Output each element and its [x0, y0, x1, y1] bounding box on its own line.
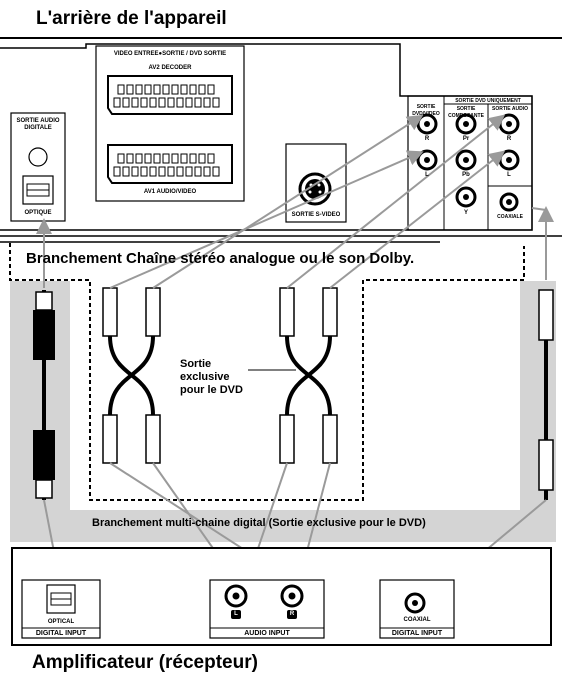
- analog-dashed-region: [9, 243, 525, 501]
- scart-av1-connector: [107, 144, 233, 184]
- jack-label-y: Y: [463, 210, 468, 216]
- page-title: L'arrière de l'appareil: [36, 8, 227, 29]
- jack-label-l-video: L: [425, 172, 429, 178]
- rca-cables-right: [279, 287, 338, 464]
- rca-cables-left: [102, 287, 161, 464]
- coaxiale-label: COAXIALE: [497, 214, 523, 220]
- jack-label-pr: Pr: [462, 136, 470, 142]
- svideo-block: [285, 143, 347, 223]
- jack-label-l-audio: L: [507, 172, 511, 178]
- digital-audio-out-label: SORTIE AUDIO DIGITALE: [16, 118, 60, 131]
- sortie-composante-label: SORTIE COMPOSANTE: [448, 106, 484, 119]
- dvd-only-label: SORTIE DVD UNIQUEMENT: [455, 98, 521, 104]
- av2-label: AV2 DECODER: [148, 65, 192, 71]
- sortie-dvd-video-label: SORTIE DVD/VIDEO: [412, 104, 440, 117]
- coaxial-cable: [538, 289, 554, 500]
- svideo-label: SORTIE S-VIDEO: [291, 212, 341, 218]
- scart-block: [95, 45, 245, 202]
- optical-label: OPTICAL: [47, 619, 75, 625]
- optical-cable: [33, 290, 55, 500]
- exclusive-dvd-label: Sortie exclusive pour le DVD: [180, 358, 243, 396]
- jack-label-pb: Pb: [462, 172, 470, 178]
- digital-input-label-2: DIGITAL INPUT: [391, 630, 443, 637]
- av1-label: AV1 AUDIO/VIDEO: [143, 189, 197, 195]
- multichannel-band: [10, 281, 556, 542]
- amplifier-title: Amplificateur (récepteur): [32, 652, 258, 673]
- audio-input-label: AUDIO INPUT: [244, 630, 290, 637]
- jack-label-r-audio: R: [506, 136, 512, 142]
- sortie-audio-label: SORTIE AUDIO: [492, 106, 528, 112]
- scart-av2-connector: [107, 75, 233, 115]
- jack-label-r-video: R: [424, 136, 430, 142]
- multichannel-connection-label: Branchement multi-chaine digital (Sortie…: [92, 517, 426, 529]
- optique-label: OPTIQUE: [24, 210, 52, 216]
- r-badge: R: [289, 611, 295, 617]
- digital-input-label: DIGITAL INPUT: [35, 630, 87, 637]
- coaxial-label: COAXIAL: [403, 617, 431, 623]
- l-badge: L: [234, 611, 238, 617]
- rear-panel-outline: [0, 43, 533, 231]
- scart-header-label: VIDEO ENTREE●SORTIE / DVD SORTIE: [113, 51, 227, 57]
- stereo-connection-label: Branchement Chaîne stéréo analogue ou le…: [26, 250, 415, 267]
